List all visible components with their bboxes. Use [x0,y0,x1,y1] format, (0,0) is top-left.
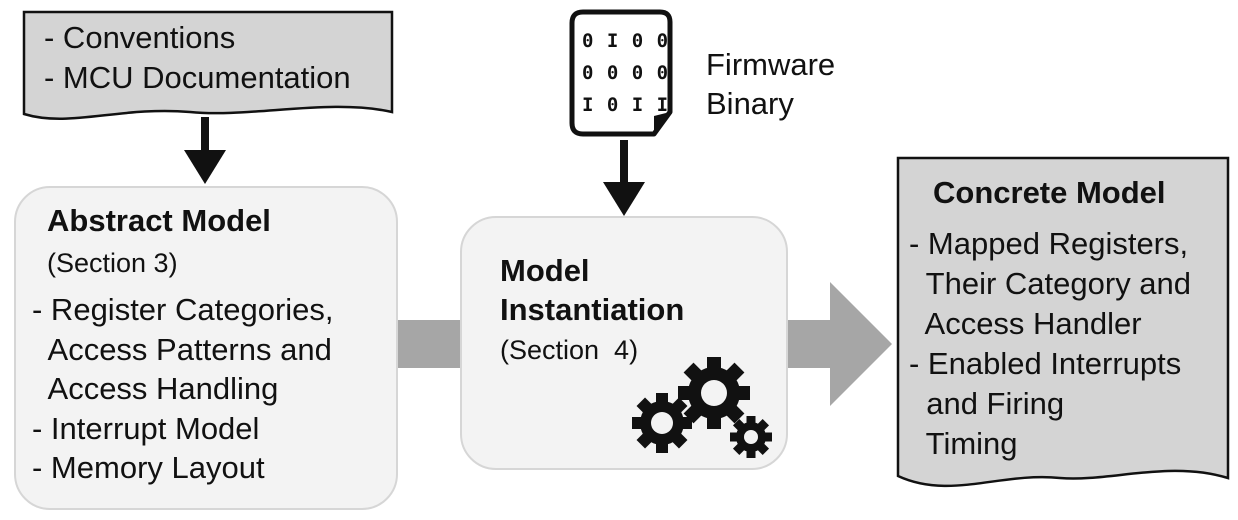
model-instantiation-title-line: Instantiation [500,292,685,327]
abstract-model-box [14,186,398,510]
model-instantiation-title-line: Model [500,253,590,288]
flow-arrow-instantiation-to-concrete [780,282,892,406]
flow-arrow-abstract-to-instantiation [390,320,470,368]
concrete-model-line: - Mapped Registers, [909,226,1189,261]
model-instantiation-box [460,216,788,470]
abstract-model-line: Access Handling [32,371,279,406]
concrete-model-line: Access Handler [909,306,1142,341]
firmware-bits-row: I 0 I I [582,94,670,116]
abstract-model-section: (Section 3) [47,248,178,278]
firmware-bits-row: 0 0 0 0 [582,62,670,84]
firmware-label-line: Binary [706,86,794,121]
abstract-model-line: - Register Categories, [32,292,334,327]
abstract-model-title: Abstract Model [47,203,271,238]
doc-line-conventions: - Conventions [44,20,236,55]
abstract-model-line: - Interrupt Model [32,411,260,446]
concrete-model-line: and Firing [909,386,1065,421]
abstract-model-line: - Memory Layout [32,450,265,485]
concrete-model-line: - Enabled Interrupts [909,346,1182,381]
doc-line-mcu-documentation: - MCU Documentation [44,60,351,95]
firmware-bits-row: 0 I 0 0 [582,30,670,52]
concrete-model-line: Timing [909,426,1018,461]
abstract-model-line: Access Patterns and [32,332,332,367]
concrete-model-title: Concrete Model [933,175,1166,210]
model-instantiation-section: (Section 4) [500,335,639,365]
concrete-model-line: Their Category and [909,266,1192,301]
firmware-label-line: Firmware [706,47,836,82]
